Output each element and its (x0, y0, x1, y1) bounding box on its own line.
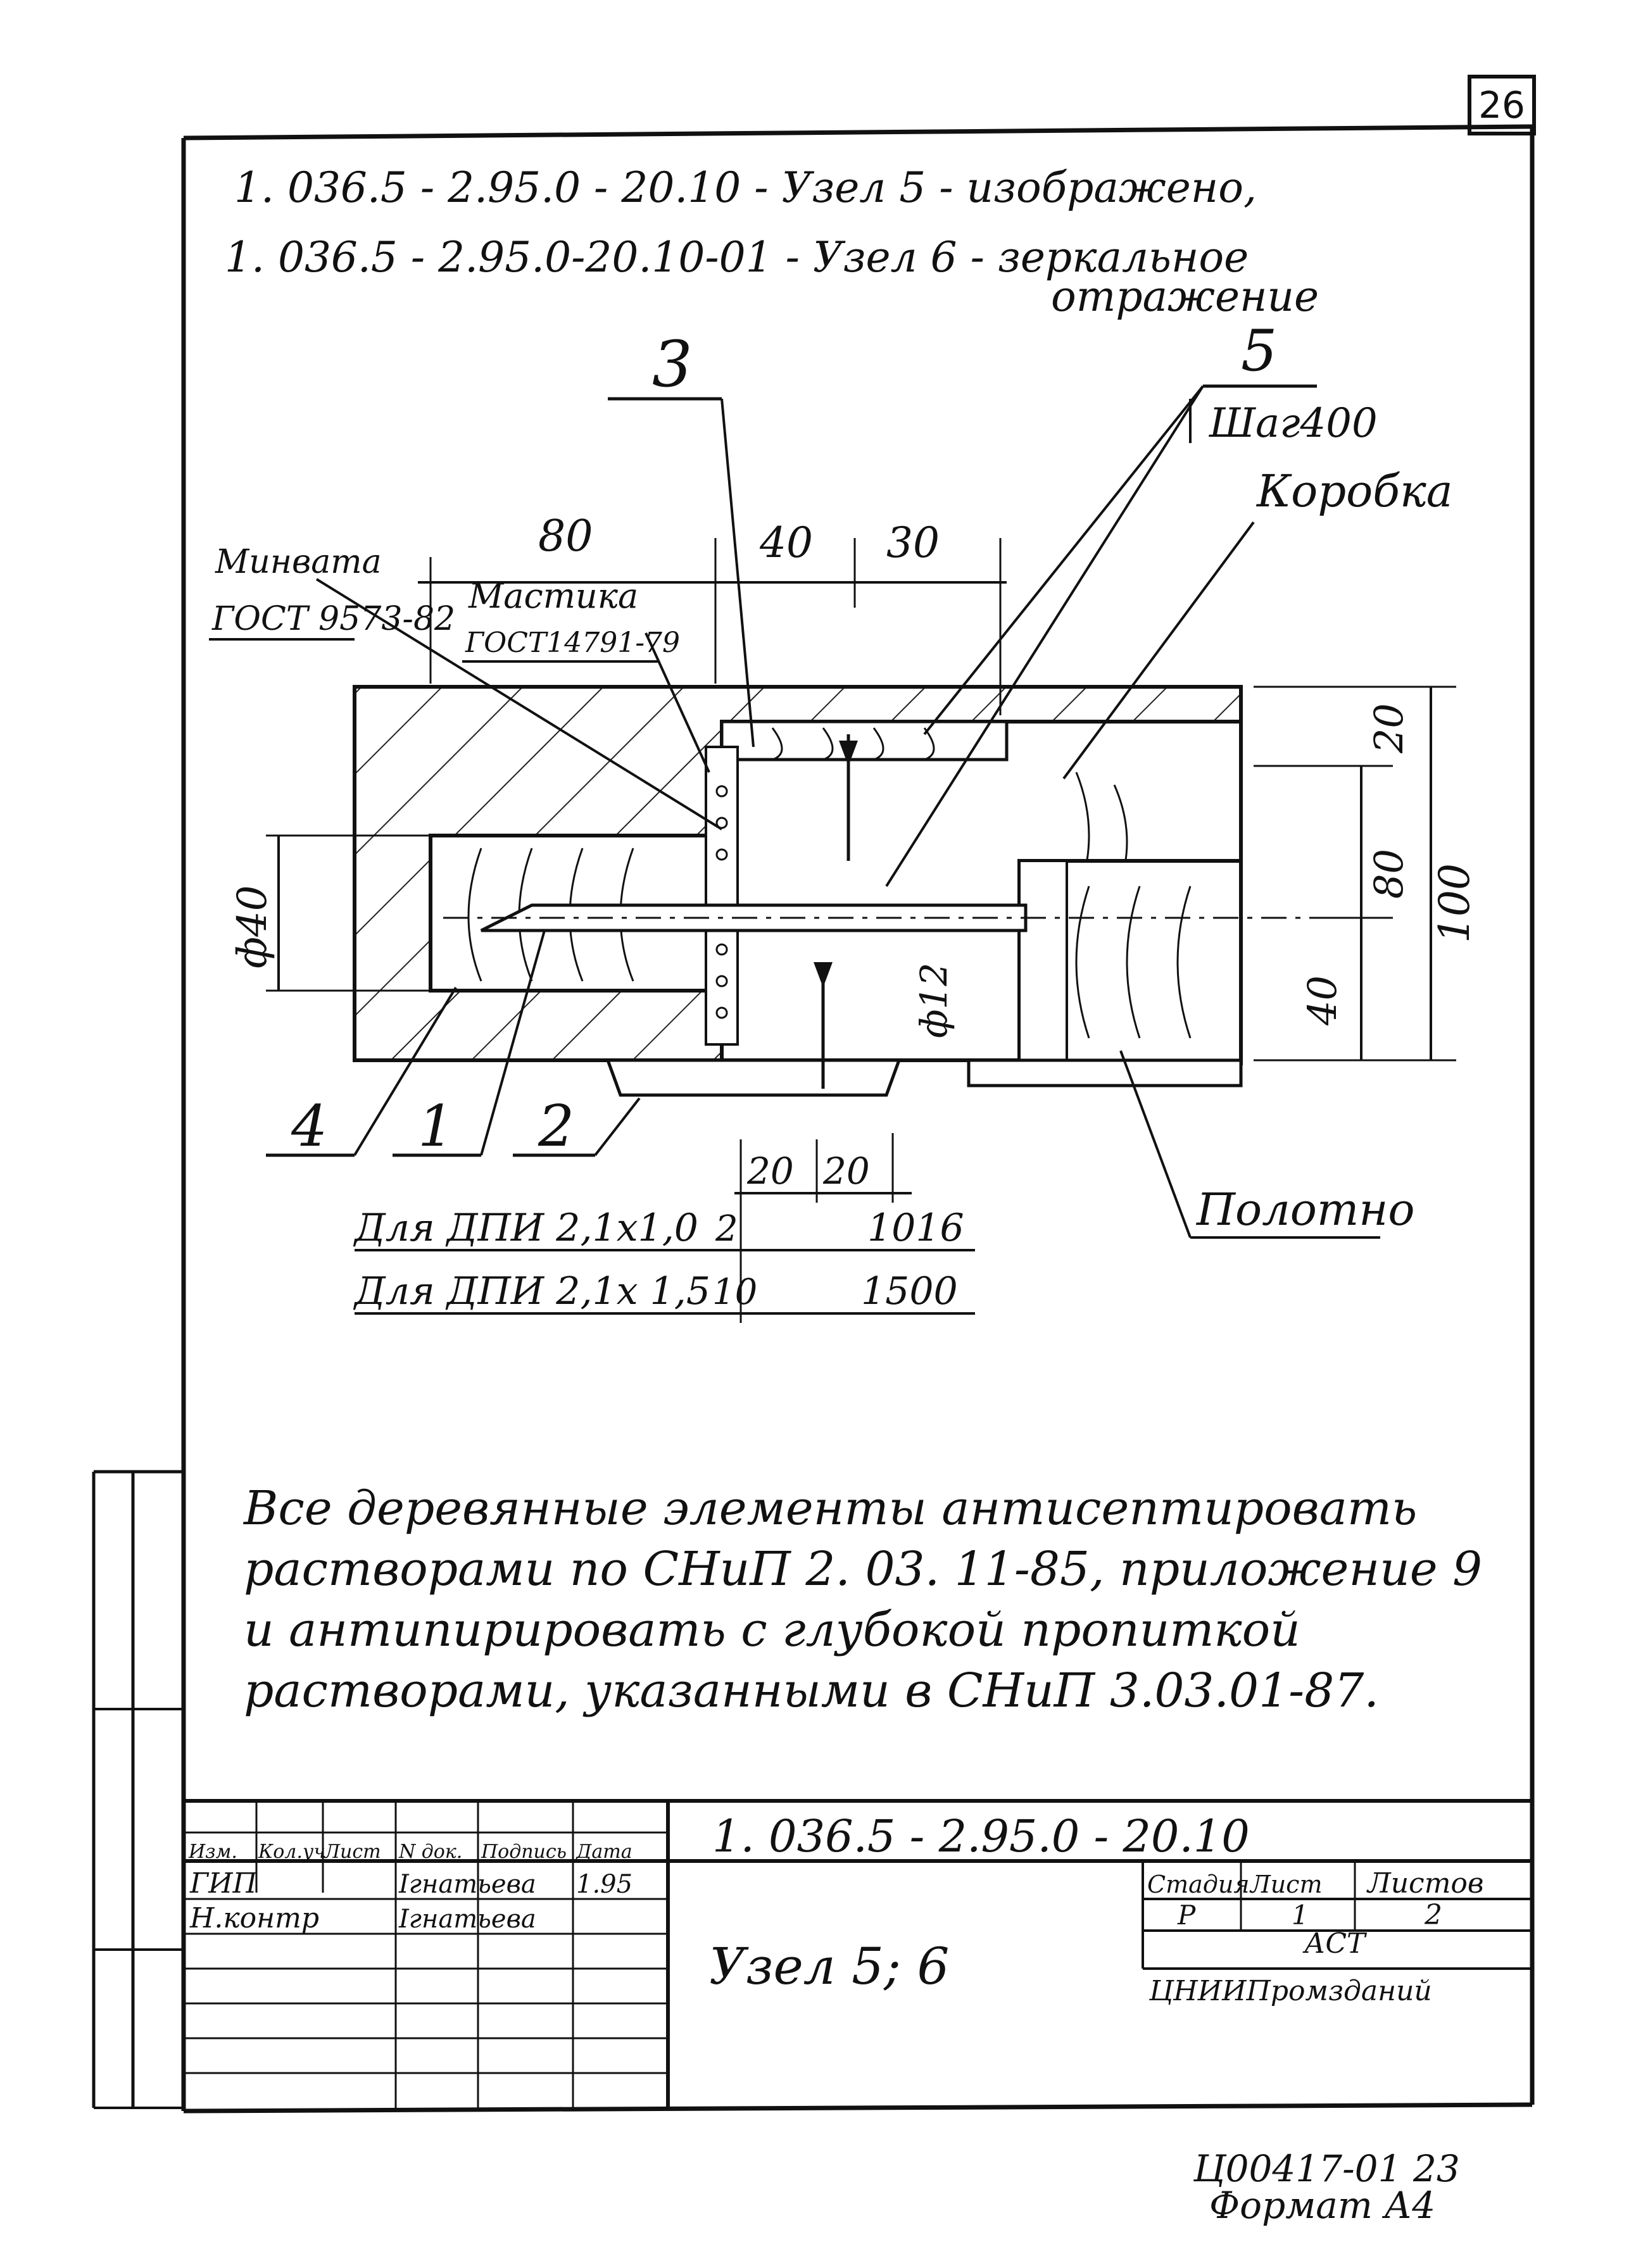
dim-40-right: 40 (1299, 975, 1345, 1026)
sheet-frame (92, 124, 1535, 2114)
dim-20-a: 20 (746, 1150, 794, 1193)
header-line-3: отражение (1051, 272, 1319, 321)
tb-sheets-header: Листов (1366, 1867, 1484, 1900)
tb-col-data: Дата (575, 1841, 632, 1863)
anchor-rod (443, 734, 1336, 1089)
dimensions: 80 40 30 20 80 100 40 ф40 ф12 20 20 (229, 511, 1479, 1323)
tb-org-line1: АСТ (1302, 1927, 1368, 1960)
table-row2-b: 1500 (861, 1269, 958, 1313)
dim-40: 40 (759, 518, 813, 567)
note-line-4: растворами, указанными в СНиП 3.03.01-87… (244, 1663, 1379, 1718)
tb-nkontr-role: Н.контр (189, 1902, 319, 1934)
dim-80: 80 (538, 511, 593, 561)
dim-20-b: 20 (822, 1150, 870, 1193)
tb-gip-date: 1.95 (576, 1870, 632, 1899)
tb-col-list: Лист (323, 1841, 381, 1863)
table-row1-a: 2 (715, 1208, 738, 1250)
bottom-strip (605, 1058, 902, 1097)
header-line-1: 1. 036.5 - 2.95.0 - 20.10 - Узел 5 - изо… (234, 163, 1257, 212)
note-line-3: и антипирировать с глубокой пропиткой (244, 1603, 1300, 1657)
document-id: Ц00417-01 23 (1193, 2147, 1460, 2190)
dim-20-right: 20 (1366, 703, 1412, 754)
minvata-label: Минвата (215, 543, 382, 581)
note-line-1: Все деревянные элементы антисептировать (244, 1481, 1418, 1536)
tb-org-line2: ЦНИИПромзданий (1148, 1975, 1432, 2007)
tb-sheet: 1 (1292, 1900, 1309, 1931)
dim-100: 100 (1430, 863, 1479, 943)
document-id-num: 23 (1413, 2147, 1460, 2190)
callout-2: 2 (538, 1093, 574, 1160)
callout-3: 3 (652, 327, 693, 401)
polotno-label: Полотно (1195, 1184, 1415, 1236)
tb-col-izm: Изм. (188, 1841, 237, 1863)
tb-sheet-header: Лист (1249, 1870, 1323, 1898)
notes-block: Все деревянные элементы антисептировать … (244, 1478, 1482, 1721)
tb-col-podpis: Подпись (481, 1841, 567, 1863)
page-number: 26 (1468, 75, 1536, 135)
header-line-2: 1. 036.5 - 2.95.0-20.10-01 - Узел 6 - зе… (225, 233, 1249, 282)
stamp-title: Узел 5; 6 (709, 1937, 950, 1996)
dim-30: 30 (886, 518, 940, 567)
door-leaf (967, 859, 1243, 1087)
mastika-gost-label: ГОСТ14791-79 (465, 627, 680, 659)
mastic-strip (705, 746, 739, 1046)
tb-nkontr-name: Ігнатьева (398, 1905, 536, 1934)
dim-phi12: ф12 (912, 963, 955, 1038)
tb-col-ndok: N док. (398, 1841, 462, 1863)
tb-stage-header: Стадия (1147, 1870, 1249, 1898)
stamp-code: 1. 036.5 - 2.95.0 - 20.10 (712, 1810, 1250, 1862)
title-block: Изм. Кол.уч Лист N док. Подпись Дата ГИП… (184, 1799, 1532, 2108)
callout-1: 1 (418, 1093, 454, 1160)
table-row1-b: 1016 (867, 1206, 964, 1250)
callouts: 3 5 Шаг400 Коробка Минвата ГОСТ 9573-82 … (209, 318, 1453, 1239)
tb-gip-name: Ігнатьева (398, 1870, 536, 1899)
table-row2-label: Для ДПИ 2,1х 1,5 (353, 1269, 710, 1313)
format-label: Формат А4 (1209, 2184, 1436, 2227)
tb-gip-role: ГИП (189, 1867, 258, 1900)
note-line-2: растворами по СНиП 2. 03. 11-85, приложе… (244, 1542, 1483, 1596)
tb-col-koluch: Кол.уч (258, 1841, 325, 1863)
tb-sheets: 2 (1424, 1899, 1442, 1931)
shag-label: Шаг400 (1209, 400, 1378, 447)
document-id-code: Ц00417-01 (1193, 2147, 1402, 2190)
minvata-gost-label: ГОСТ 9573-82 (211, 600, 455, 638)
callout-4: 4 (291, 1093, 327, 1160)
table-row1-label: Для ДПИ 2,1х1,0 (353, 1206, 698, 1250)
callout-5: 5 (1241, 318, 1277, 384)
tb-stage: Р (1177, 1900, 1196, 1931)
table-row2-a: 10 (712, 1272, 757, 1313)
dimension-table: Для ДПИ 2,1х1,0 2 1016 Для ДПИ 2,1х 1,5 … (353, 1206, 975, 1315)
dim-phi40: ф40 (229, 885, 276, 968)
korobka-label: Коробка (1255, 465, 1453, 517)
dim-80-right: 80 (1366, 849, 1412, 899)
